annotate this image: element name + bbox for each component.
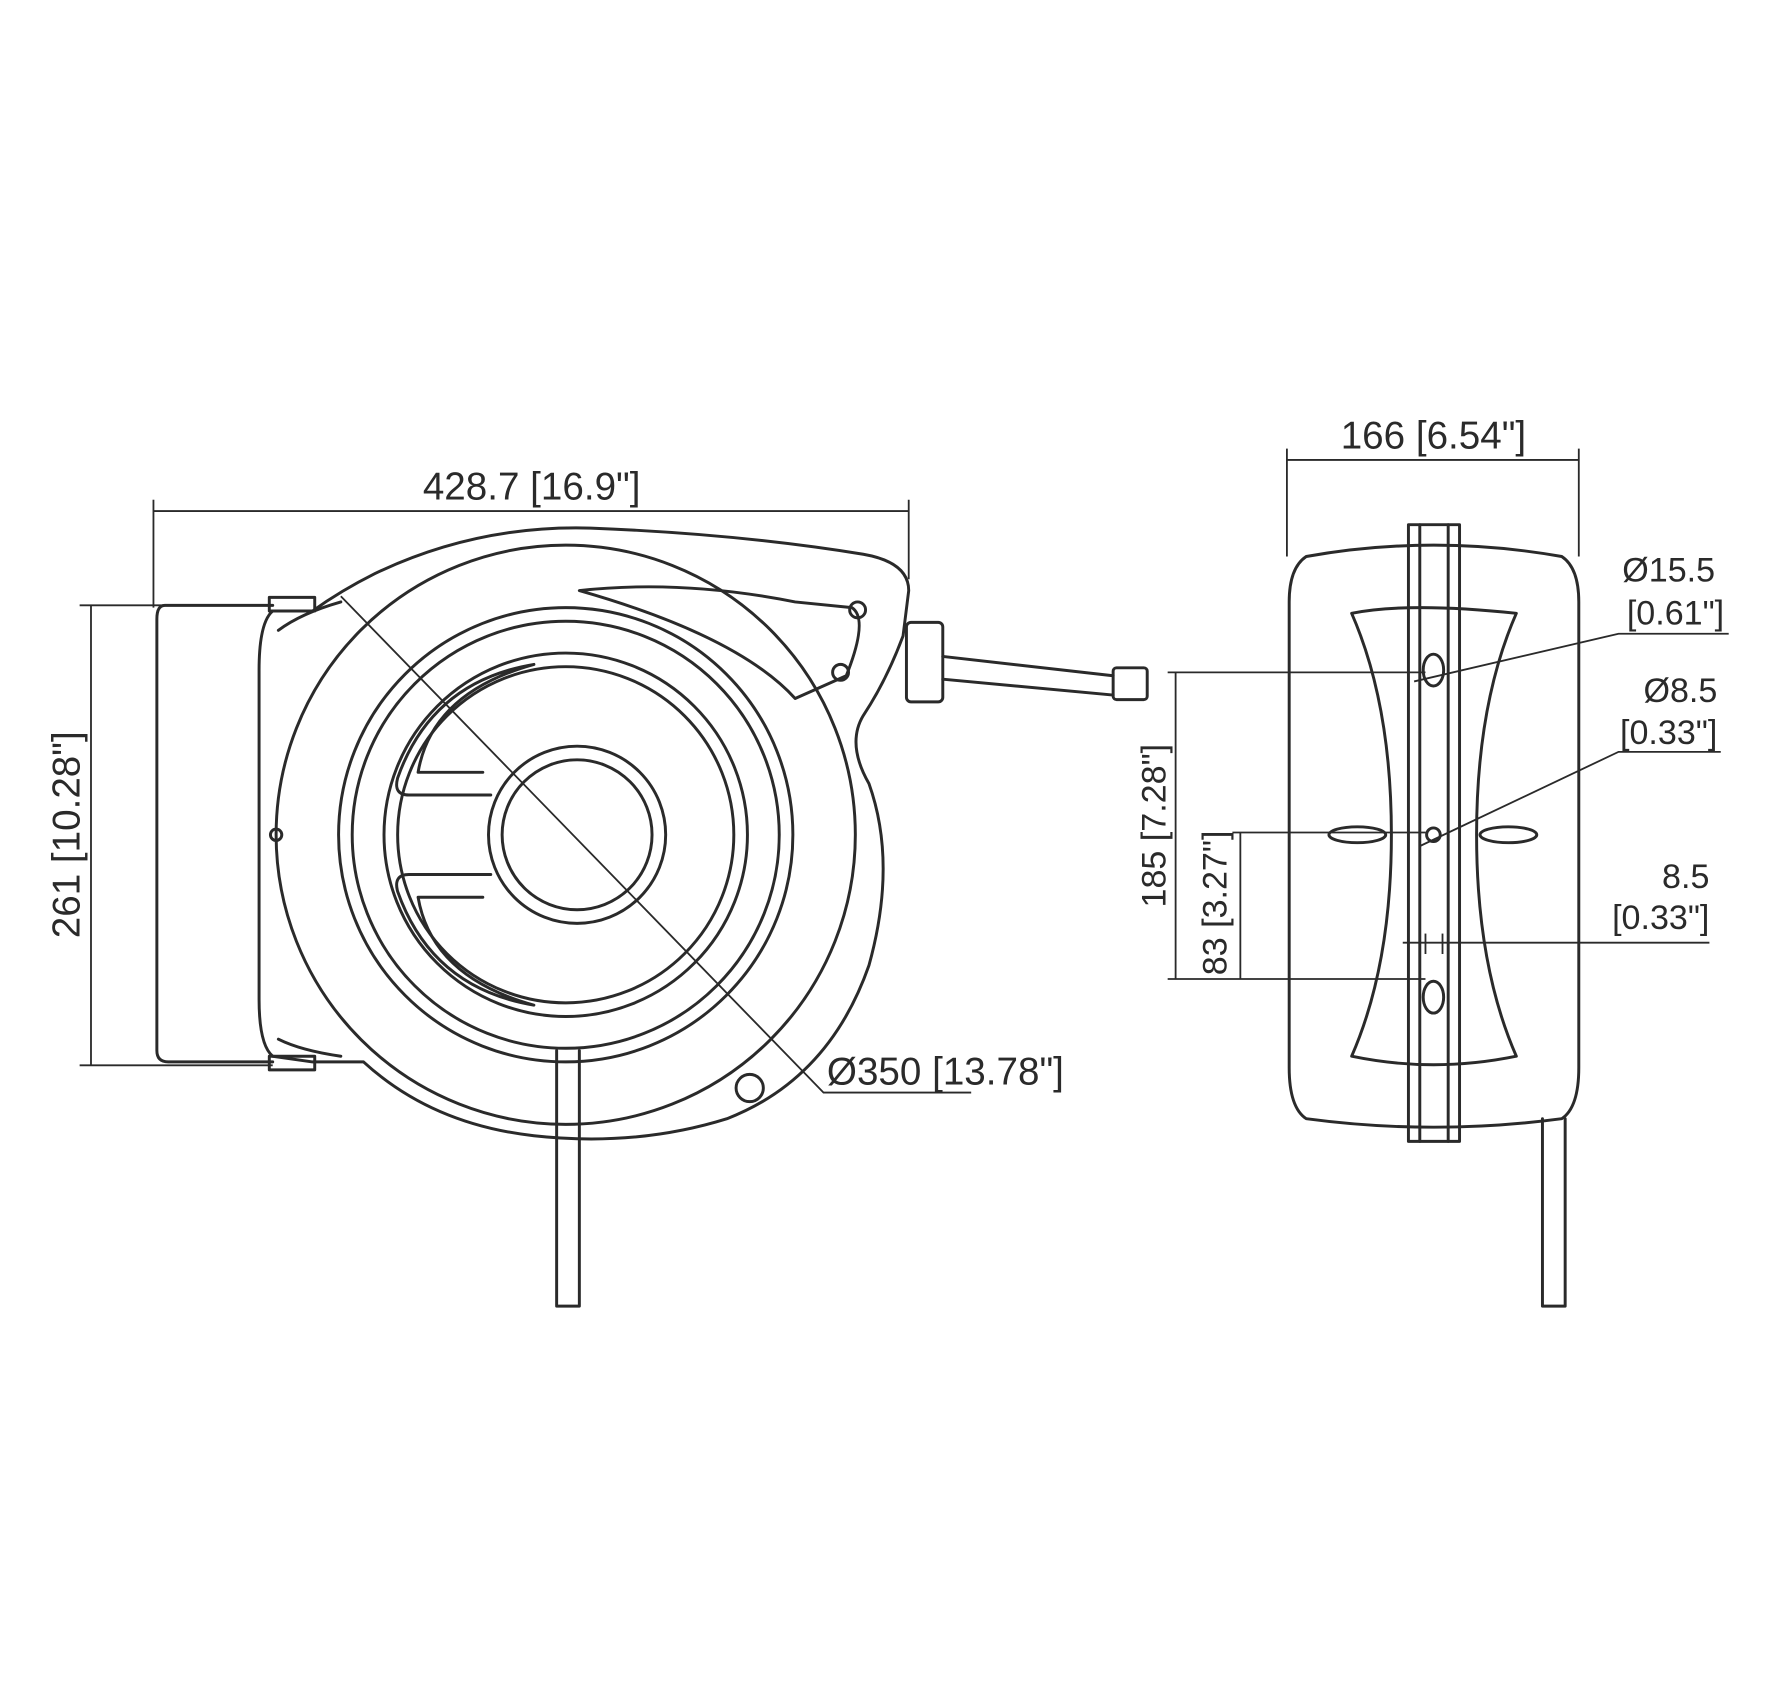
- height-dimension: 261 [10.28"]: [46, 604, 273, 1067]
- hose-outlet: [555, 1049, 581, 1308]
- width-dimension-label: 428.7 [16.9"]: [423, 466, 641, 509]
- hole-large-label: Ø15.5: [1622, 551, 1715, 589]
- front-view: 428.7 [16.9"] 261 [10.28"]: [46, 466, 1149, 1308]
- mount-offset-label: 83 [3.27"]: [1197, 831, 1235, 976]
- hole-large-inch: [0.61"]: [1627, 595, 1724, 633]
- drum-slot: [395, 873, 536, 1007]
- reel-side-body: [1287, 543, 1581, 1129]
- mounting-bracket: [155, 603, 275, 1064]
- hub: [487, 744, 668, 925]
- drum-slot: [395, 662, 536, 797]
- slot-offset-label: 8.5: [1662, 858, 1709, 896]
- inlet-hose: [941, 654, 1115, 697]
- diameter-dimension-label: Ø350 [13.78"]: [827, 1051, 1064, 1094]
- mount-spacing-label: 185 [7.28"]: [1135, 744, 1173, 908]
- slot-offset-inch: [0.33"]: [1612, 899, 1709, 937]
- hose-outlet-side: [1540, 1117, 1567, 1308]
- depth-dimension-label: 166 [6.54"]: [1341, 415, 1526, 458]
- height-dimension-label: 261 [10.28"]: [46, 731, 89, 938]
- width-dimension: 428.7 [16.9"]: [152, 466, 910, 608]
- hole-small-label: Ø8.5: [1643, 672, 1717, 710]
- hole-small-inch: [0.33"]: [1620, 714, 1717, 752]
- reel-housing: [257, 526, 911, 1141]
- side-view: 166 [6.54"] 185 [7.28"] 83 [3.27"] Ø15.5…: [1135, 415, 1729, 1308]
